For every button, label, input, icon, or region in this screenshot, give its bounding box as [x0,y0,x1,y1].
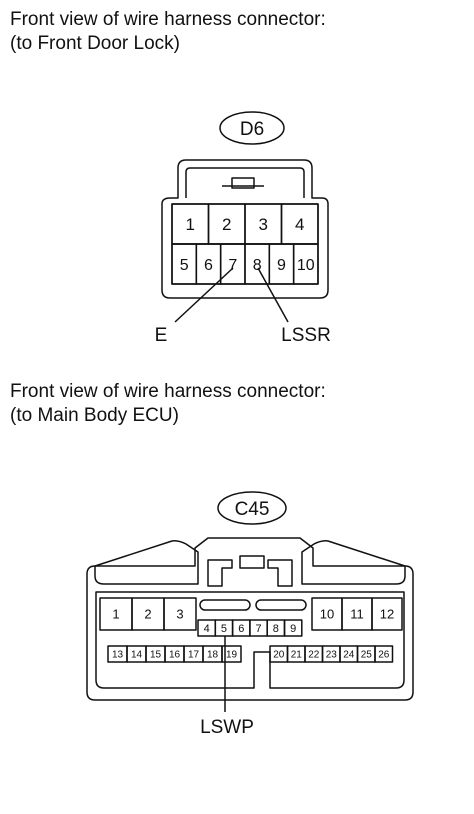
c45-pin-22: 22 [308,650,320,661]
d6-pin-7: 7 [228,257,237,274]
d6-pin-5: 5 [180,257,189,274]
c45-pin-9: 9 [290,623,296,635]
c45-pin-21: 21 [291,650,303,661]
c45-pin-5: 5 [221,623,227,635]
d6-code-ellipse [219,111,285,145]
c45-pin-7: 7 [255,623,261,635]
c45-pin-1: 1 [112,607,119,622]
c45-left-wing [94,540,199,585]
c45-latch [207,559,293,587]
c45-pin-20: 20 [273,650,285,661]
c45-pin-25: 25 [361,650,373,661]
d6-label-lssr: LSSR [281,325,331,346]
c45-pin-26: 26 [378,650,390,661]
c45-pin-19: 19 [226,650,238,661]
c45-pin-12: 12 [380,607,394,622]
c45-cell-3 [163,597,197,631]
c45-pin-11: 11 [350,607,364,622]
d6-pin-9: 9 [277,257,286,274]
connector1-caption: Front view of wire harness connector: (t… [10,8,326,56]
c45-pin-4: 4 [204,623,210,635]
c45-cell-26 [374,645,394,663]
connector1-caption-line1: Front view of wire harness connector: [10,9,326,30]
d6-latch [185,167,305,198]
d6-pin-8: 8 [253,257,262,274]
c45-pin-2: 2 [144,607,151,622]
c45-label-lswp: LSWP [200,717,254,738]
c45-pin-24: 24 [343,650,355,661]
c45-slot-right [255,599,307,611]
d6-label-e: E [155,325,168,346]
d6-housing [161,159,329,299]
c45-code-label: C45 [235,499,270,520]
connector1-caption-line2: (to Front Door Lock) [10,33,180,54]
d6-pin-1: 1 [186,215,195,234]
c45-cell-9 [283,619,303,637]
connector2-caption-line1: Front view of wire harness connector: [10,381,326,402]
c45-cell-19 [221,645,242,663]
d6-pin-3: 3 [259,215,268,234]
c45-housing [86,537,414,701]
d6-pin-10: 10 [297,257,315,274]
c45-right-wing [301,540,406,585]
c45-pin-18: 18 [207,650,219,661]
d6-pin-6: 6 [204,257,213,274]
c45-cell-12 [371,597,403,631]
c45-pin-6: 6 [238,623,244,635]
c45-pin-13: 13 [112,650,124,661]
d6-cell-10 [292,243,319,285]
c45-slot-left [199,599,251,611]
d6-latch-key [231,177,255,189]
c45-pin-8: 8 [273,623,279,635]
c45-latch-key [239,555,265,569]
c45-pin-16: 16 [169,650,181,661]
c45-pin-23: 23 [326,650,338,661]
c45-pin-10: 10 [320,607,334,622]
c45-pin-17: 17 [188,650,200,661]
c45-pin-14: 14 [131,650,143,661]
d6-pin-2: 2 [222,215,231,234]
connector2-caption: Front view of wire harness connector: (t… [10,380,326,428]
d6-code-label: D6 [240,119,264,140]
c45-code-ellipse [217,491,287,525]
d6-pin-4: 4 [295,215,304,234]
connector2-caption-line2: (to Main Body ECU) [10,405,179,426]
c45-pin-15: 15 [150,650,162,661]
d6-leader-e [174,267,234,323]
c45-pin-3: 3 [176,607,183,622]
d6-leader-lssr [257,267,289,323]
